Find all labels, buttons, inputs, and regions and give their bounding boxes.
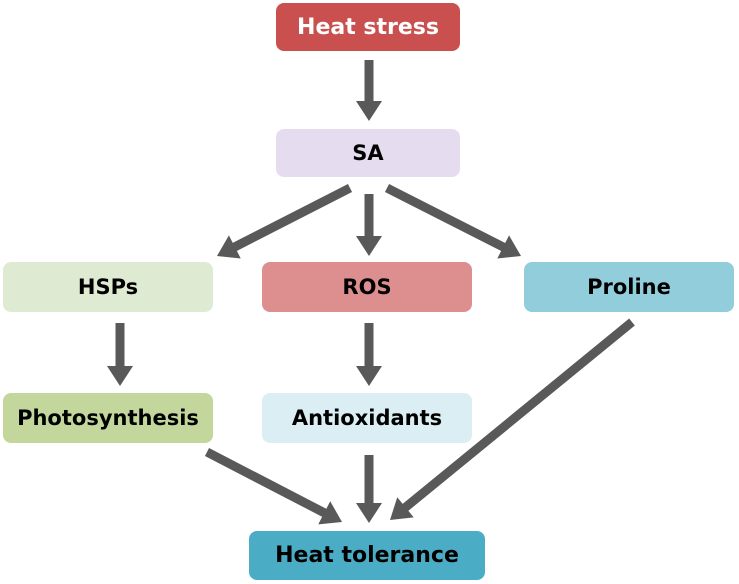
sa-label: SA (352, 141, 384, 165)
heat-stress-label: Heat stress (297, 14, 439, 40)
hsps-node: HSPs (3, 262, 213, 312)
arrow-proline-to-heat_tolerance-head (390, 497, 414, 520)
ros-node: ROS (262, 262, 472, 312)
arrow-sa-to-hsps-head (217, 235, 241, 259)
ros-label: ROS (342, 275, 392, 299)
photosynthesis-label: Photosynthesis (17, 406, 199, 430)
arrow-photosynthesis-to-heat_tolerance-head (318, 501, 342, 525)
hsps-label: HSPs (77, 275, 139, 299)
heat-stress-node: Heat stress (276, 3, 460, 51)
arrow-heat_stress-to-sa-head (356, 101, 382, 121)
antioxidants-node: Antioxidants (262, 393, 472, 443)
heat-tolerance-node: Heat tolerance (249, 531, 485, 580)
arrow-proline-to-heat_tolerance-shaft (401, 318, 635, 513)
heat-tolerance-label: Heat tolerance (275, 543, 459, 568)
photosynthesis-node: Photosynthesis (3, 393, 213, 443)
arrow-ros-to-antioxidants-head (356, 366, 382, 386)
proline-label: Proline (587, 275, 671, 299)
arrow-antioxidants-to-heat_tolerance-head (356, 503, 382, 523)
arrow-photosynthesis-to-heat_tolerance-shaft (204, 448, 329, 518)
arrow-sa-to-ros-head (356, 236, 382, 256)
antioxidants-label: Antioxidants (291, 406, 443, 430)
arrow-sa-to-proline-head (497, 235, 521, 259)
arrow-sa-to-hsps-shaft (230, 183, 353, 252)
sa-node: SA (276, 129, 460, 177)
arrow-hsps-to-photosynthesis-head (107, 366, 133, 386)
proline-node: Proline (524, 262, 734, 312)
arrow-sa-to-proline-shaft (384, 183, 507, 252)
